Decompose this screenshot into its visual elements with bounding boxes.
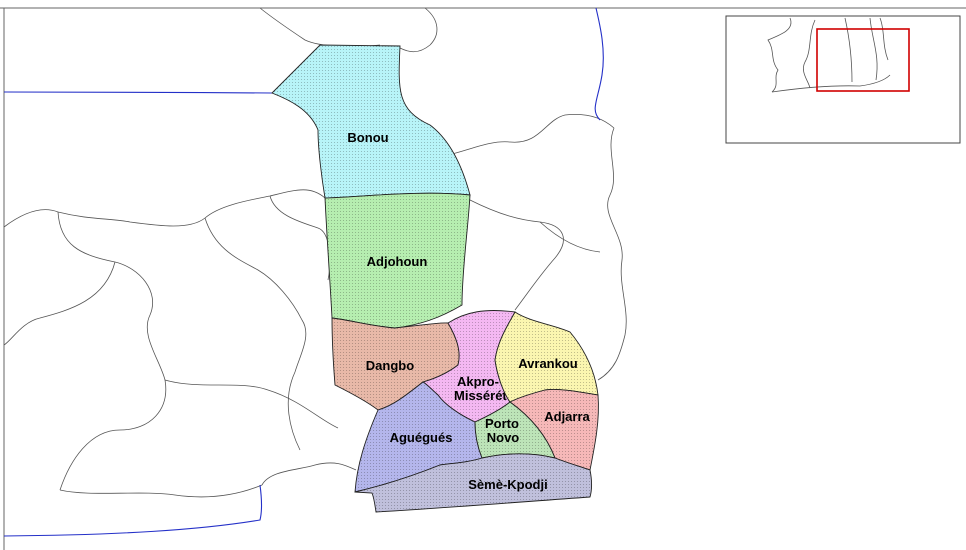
region-porto-novo[interactable]: Porto Novo bbox=[474, 401, 556, 459]
region-seme-kpodji-label: Sèmè-Kpodji bbox=[468, 477, 547, 492]
map-frame bbox=[0, 7, 966, 550]
region-akpro[interactable]: Akpro- Missérété bbox=[421, 310, 516, 423]
inset-locator-map bbox=[725, 15, 961, 144]
region-bonou[interactable]: Bonou bbox=[271, 44, 471, 199]
background-boundaries bbox=[3, 7, 627, 498]
region-dangbo-label: Dangbo bbox=[366, 358, 414, 373]
region-porto-novo-label-line2: Novo bbox=[487, 430, 520, 445]
region-porto-novo-label-line1: Porto bbox=[485, 416, 519, 431]
region-bonou-label: Bonou bbox=[347, 130, 388, 145]
region-dangbo[interactable]: Dangbo bbox=[331, 317, 460, 411]
inset-highlight-frame bbox=[816, 28, 910, 92]
region-akpro-label-line1: Akpro- bbox=[457, 374, 499, 389]
region-aguegues-label: Aguégués bbox=[390, 430, 453, 445]
region-adjohoun-label: Adjohoun bbox=[367, 254, 428, 269]
region-avrankou-label: Avrankou bbox=[518, 356, 578, 371]
international-boundaries bbox=[3, 7, 604, 537]
region-adjarra-label: Adjarra bbox=[544, 409, 590, 424]
region-avrankou[interactable]: Avrankou bbox=[494, 311, 599, 403]
region-aguegues[interactable]: Aguégués bbox=[354, 381, 483, 493]
region-akpro-label-line2: Missérété bbox=[454, 388, 514, 403]
region-seme-kpodji[interactable]: Sèmè-Kpodji bbox=[354, 453, 592, 513]
inset-frame bbox=[725, 15, 961, 144]
regions-layer: Bonou Adjohoun Dangbo Akpro- Missérété A… bbox=[271, 44, 599, 513]
region-adjohoun[interactable]: Adjohoun bbox=[324, 192, 471, 329]
